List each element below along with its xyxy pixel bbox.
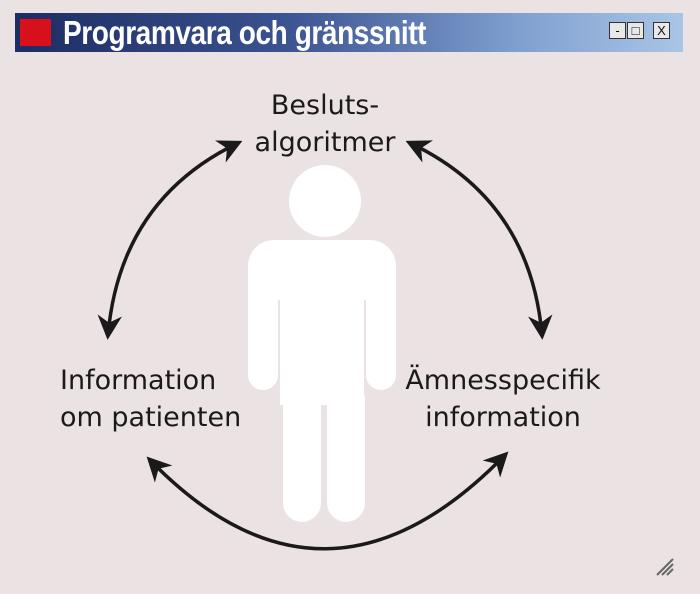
title-bar: Programvara och gränssnitt - □ X: [15, 13, 683, 52]
arrow-top-left: [97, 140, 243, 340]
arrow-top-right: [405, 140, 553, 340]
label-line: algoritmer: [254, 127, 396, 158]
label-line: om patienten: [60, 402, 242, 433]
app-icon: [20, 19, 51, 46]
arrow-bottom: [146, 451, 509, 551]
label-subject-information: Ämnesspecifik information: [398, 362, 608, 436]
label-line: Information: [60, 365, 217, 396]
maximize-button[interactable]: □: [627, 22, 644, 39]
label-decision-algorithms: Besluts- algoritmer: [200, 87, 450, 161]
label-line: Ämnesspecifik: [405, 365, 601, 396]
window-title: Programvara och gränssnitt: [63, 14, 427, 51]
minimize-button[interactable]: -: [609, 22, 626, 39]
resize-grip-icon[interactable]: [655, 557, 675, 577]
person-icon: [248, 165, 396, 522]
label-line: Besluts-: [270, 90, 380, 121]
label-patient-information: Information om patienten: [60, 362, 241, 436]
label-line: information: [425, 402, 581, 433]
close-button[interactable]: X: [653, 22, 670, 39]
